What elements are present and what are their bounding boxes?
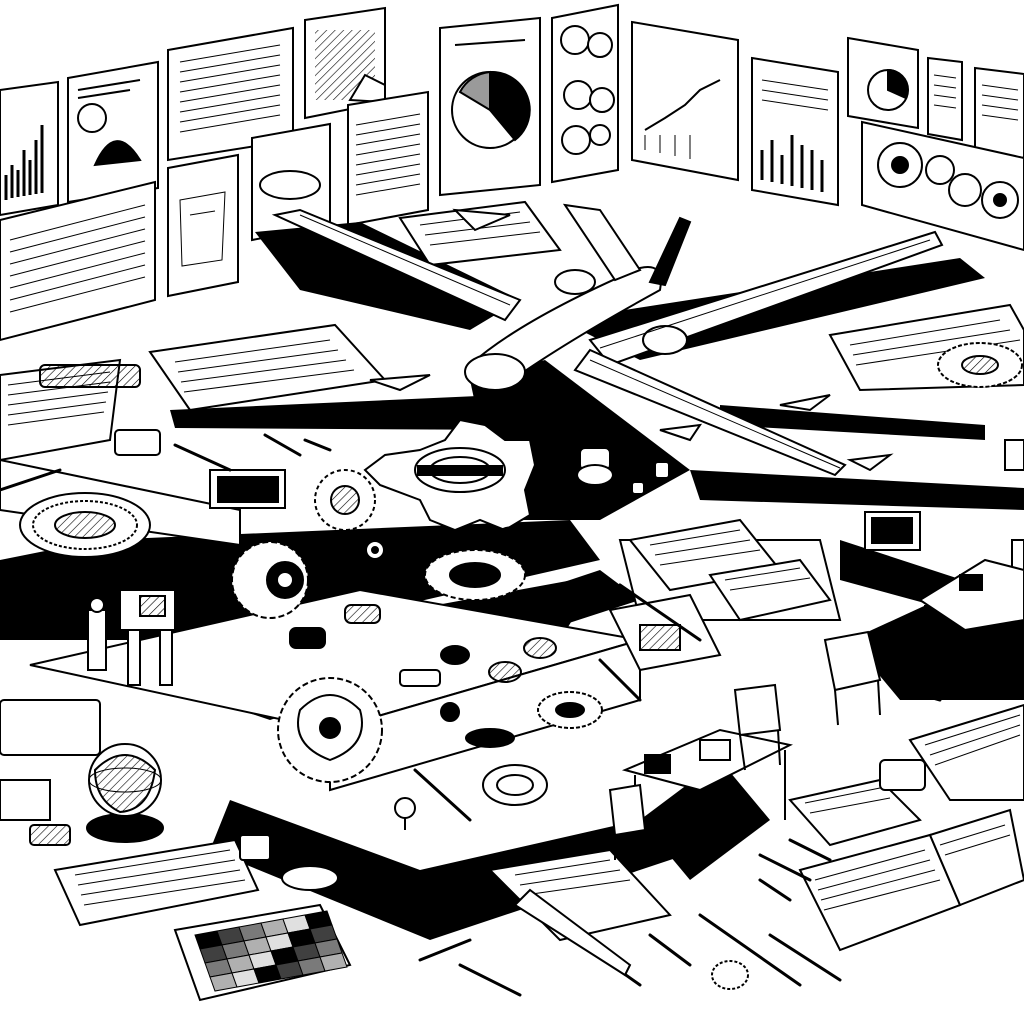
robot-figure-icon bbox=[119, 589, 176, 686]
gear-icon bbox=[231, 541, 309, 619]
wall-doc-text-4 bbox=[347, 90, 429, 227]
wall-doc-line-chart-1 bbox=[631, 20, 739, 182]
wall-doc-diagram-2 bbox=[167, 153, 239, 298]
wall-documents-right bbox=[439, 3, 1024, 252]
wall-doc-text-2 bbox=[304, 6, 386, 120]
gear-icon bbox=[314, 469, 376, 531]
floor-doc-6 bbox=[708, 558, 832, 622]
wall-documents bbox=[0, 6, 429, 342]
wall-doc-text-3 bbox=[0, 180, 156, 342]
floor-doc-11 bbox=[788, 778, 922, 847]
desk-icon bbox=[918, 558, 1024, 690]
floor-doc-7 bbox=[608, 593, 722, 672]
chair-icon bbox=[823, 630, 882, 726]
gear-icon bbox=[277, 677, 383, 783]
wall-doc-text-6 bbox=[974, 66, 1024, 160]
floor-doc-2 bbox=[148, 323, 387, 412]
large-gear-icon bbox=[363, 418, 537, 532]
swatch-cell bbox=[319, 952, 348, 972]
gear-icon bbox=[937, 342, 1023, 388]
wall-doc-pie-chart-2 bbox=[847, 36, 919, 130]
globe-icon bbox=[86, 743, 164, 843]
color-swatch-grid bbox=[173, 903, 352, 1002]
wall-doc-sketch-2 bbox=[251, 122, 331, 242]
gear-icon bbox=[482, 764, 548, 806]
robot-figure-icon bbox=[87, 597, 107, 671]
wall-doc-sketch-1 bbox=[67, 60, 159, 204]
chair-icon bbox=[733, 683, 782, 771]
drone-aircraft-icon bbox=[271, 203, 944, 477]
wall-doc-gears-2 bbox=[861, 120, 1024, 252]
gear-icon bbox=[19, 492, 151, 558]
pen-large bbox=[513, 888, 632, 977]
wall-doc-bar-chart-1 bbox=[0, 80, 59, 217]
aircraft-model-icon bbox=[369, 208, 894, 472]
floor-doc-10 bbox=[908, 703, 1024, 801]
swatch-cells bbox=[194, 910, 348, 992]
wall-doc-pie-chart-1 bbox=[439, 16, 541, 197]
small-parts bbox=[0, 364, 1024, 891]
chair-icon bbox=[608, 783, 647, 860]
gear-icon bbox=[424, 549, 526, 601]
gear-icon bbox=[711, 960, 749, 990]
wall-doc-bar-chart-2 bbox=[751, 56, 839, 207]
open-book bbox=[798, 808, 1024, 952]
gear-icon bbox=[537, 691, 603, 729]
wall-doc-gears-1 bbox=[551, 3, 619, 184]
wall-doc-text-5 bbox=[927, 56, 963, 142]
floor-doc-8 bbox=[53, 838, 260, 927]
